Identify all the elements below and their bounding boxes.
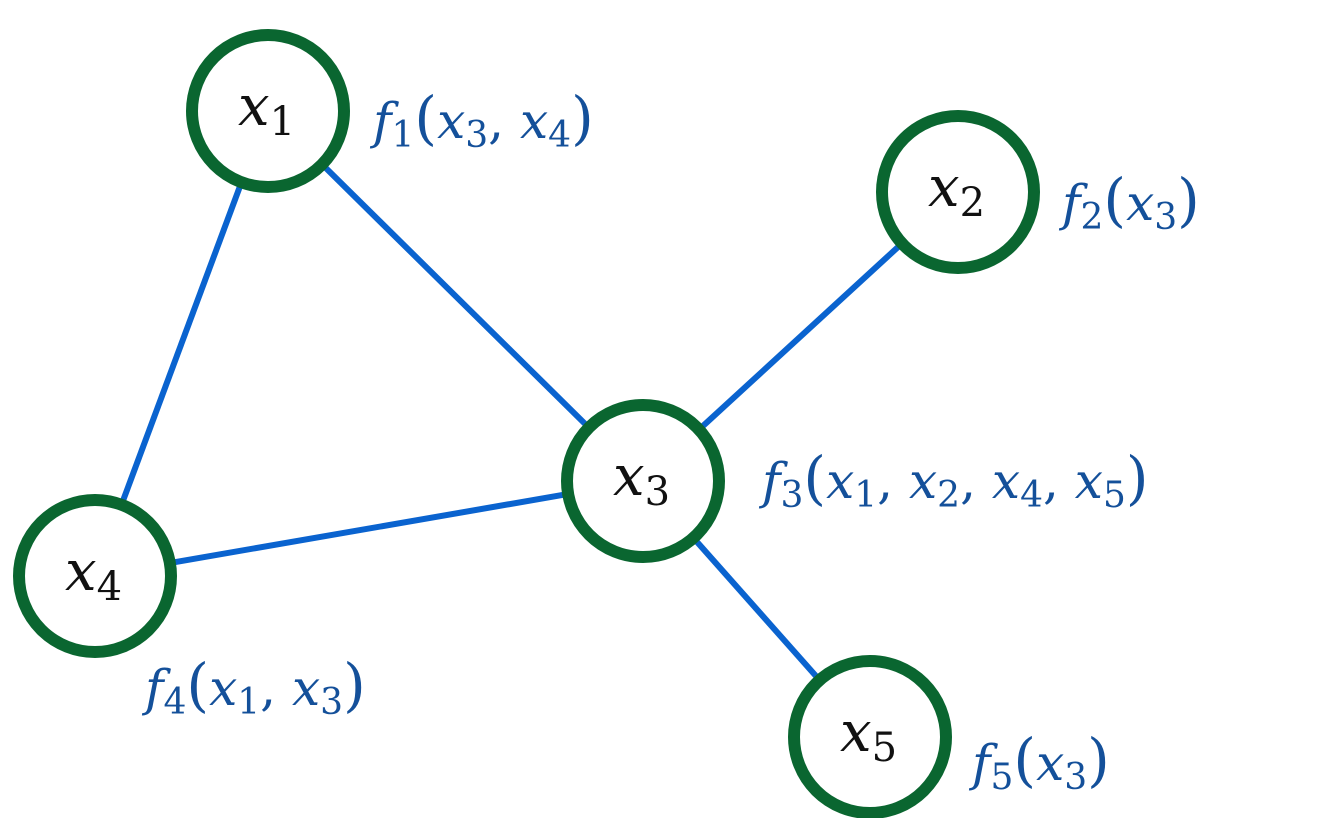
node-label-x3: x3 [613,444,670,515]
edge-x1-x3 [321,163,590,429]
edge-x3-x5 [692,537,821,681]
node-x2: x2 [876,110,1040,274]
node-x4: x4 [13,494,177,658]
node-label-x1: x1 [238,74,295,145]
node-x3: x3 [561,399,725,563]
edges-layer [119,163,903,681]
nodes-layer: x1 x2 x3 x4 x5 [13,29,1040,818]
edge-x1-x4 [119,183,244,504]
function-label-x1: f1(x3, x4) [369,84,594,156]
function-label-x5: f5(x3) [968,726,1110,798]
function-labels-layer: f1(x3, x4) f2(x3) f3(x1, x2, x4, x5) f4(x1,… [141,84,1200,798]
node-circle-x5 [788,655,952,818]
node-label-x4: x4 [65,539,122,610]
node-circle-x4 [13,494,177,658]
function-label-x2: f2(x3) [1058,166,1200,238]
node-circle-x3 [561,399,725,563]
node-x1: x1 [186,29,350,193]
node-label-x2: x2 [928,155,985,226]
node-x5: x5 [788,655,952,818]
edge-x3-x4 [171,491,567,566]
function-label-x3: f3(x1, x2, x4, x5) [758,444,1149,516]
node-circle-x2 [876,110,1040,274]
node-label-x5: x5 [840,700,897,771]
node-circle-x1 [186,29,350,193]
edge-x2-x3 [698,242,903,431]
function-label-x4: f4(x1, x3) [141,651,366,723]
